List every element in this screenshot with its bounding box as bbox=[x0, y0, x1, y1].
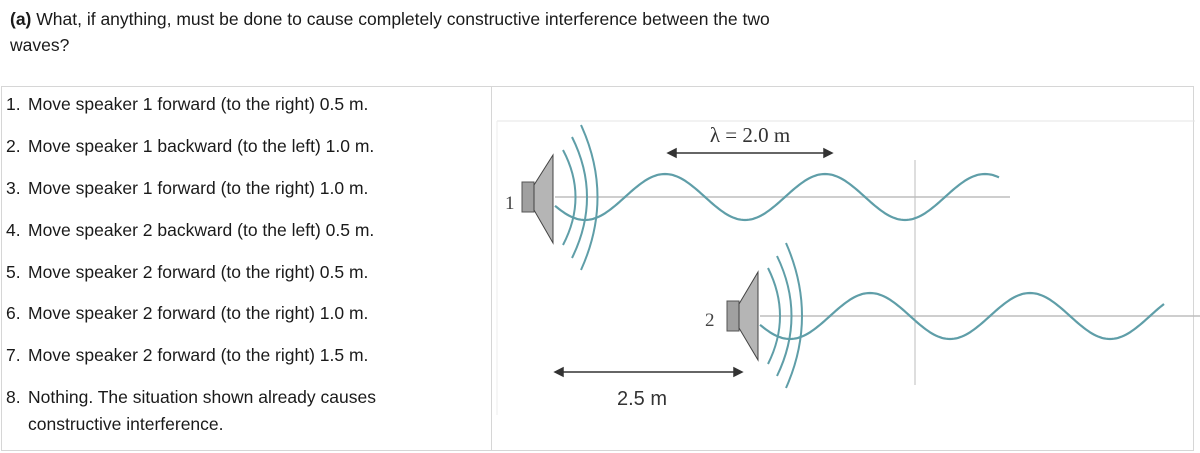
distance-arrow bbox=[553, 366, 744, 378]
option-number: 4. bbox=[6, 220, 21, 240]
option-text: Nothing. The situation shown already cau… bbox=[28, 387, 376, 434]
speaker-1-sound-arcs bbox=[562, 124, 599, 271]
option-text: Move speaker 2 forward (to the right) 1.… bbox=[28, 345, 369, 365]
option-text: Move speaker 1 forward (to the right) 0.… bbox=[28, 94, 369, 114]
option-text: Move speaker 2 forward (to the right) 0.… bbox=[28, 262, 369, 282]
distance-label: 2.5 m bbox=[617, 388, 667, 410]
option-number: 5. bbox=[6, 262, 21, 282]
option-4: 4. Move speaker 2 backward (to the left) … bbox=[6, 217, 468, 244]
option-number: 1. bbox=[6, 94, 21, 114]
speaker-2-sound-arcs bbox=[767, 242, 803, 389]
question-label: (a) bbox=[10, 9, 32, 29]
answer-table bbox=[1, 86, 1194, 451]
option-number: 8. bbox=[6, 387, 21, 407]
option-number: 7. bbox=[6, 345, 21, 365]
speaker-1-label: 1 bbox=[505, 193, 515, 214]
option-2: 2. Move speaker 1 backward (to the left) … bbox=[6, 133, 468, 160]
wavelength-arrow bbox=[666, 147, 834, 159]
option-5: 5. Move speaker 2 forward (to the right) … bbox=[6, 259, 468, 286]
speaker-2-icon bbox=[726, 270, 759, 362]
wave-2 bbox=[759, 291, 1165, 341]
option-text: Move speaker 2 forward (to the right) 1.… bbox=[28, 303, 369, 323]
speaker-2-label: 2 bbox=[705, 310, 715, 331]
wave-1 bbox=[554, 172, 1000, 222]
option-text: Move speaker 1 backward (to the left) 1.… bbox=[28, 136, 375, 156]
question-text: (a) What, if anything, must be done to c… bbox=[10, 6, 790, 58]
option-number: 6. bbox=[6, 303, 21, 323]
column-divider bbox=[491, 87, 492, 450]
wavelength-label: λ = 2.0 m bbox=[710, 123, 790, 147]
option-6: 6. Move speaker 2 forward (to the right) … bbox=[6, 300, 468, 327]
option-text: Move speaker 1 forward (to the right) 1.… bbox=[28, 178, 369, 198]
speaker-1-icon bbox=[521, 153, 554, 245]
option-3: 3. Move speaker 1 forward (to the right) … bbox=[6, 175, 468, 202]
option-text: Move speaker 2 backward (to the left) 0.… bbox=[28, 220, 375, 240]
option-8: 8. Nothing. The situation shown already c… bbox=[6, 384, 468, 438]
option-number: 2. bbox=[6, 136, 21, 156]
option-1: 1. Move speaker 1 forward (to the right) … bbox=[6, 91, 468, 118]
option-number: 3. bbox=[6, 178, 21, 198]
option-7: 7. Move speaker 2 forward (to the right) … bbox=[6, 342, 468, 369]
question-body: What, if anything, must be done to cause… bbox=[10, 9, 770, 55]
